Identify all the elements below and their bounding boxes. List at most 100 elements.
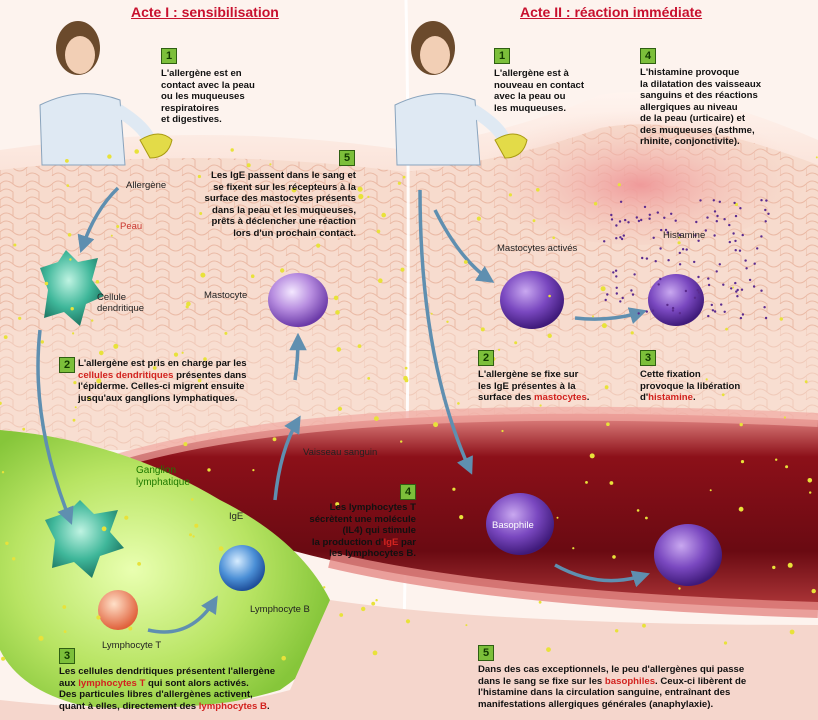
blood-vessel-label: Vaisseau sanguin: [303, 447, 378, 458]
basophil-icon: [654, 524, 722, 586]
highlight-term: cellules dendritiques: [78, 369, 174, 381]
step-text-fragment: provoque la libération: [640, 380, 741, 392]
step-text-fragment: les lymphocytes B.: [329, 548, 416, 559]
act1-step3-badge: 3: [59, 648, 75, 664]
dendritic-cell-label: Cellule dendritique: [97, 292, 145, 314]
step-text-fragment: L'allergène est en: [161, 68, 242, 79]
step-text-fragment: la dilatation des vaisseaux: [640, 78, 762, 90]
step-text-fragment: les IgE présentes à la: [478, 380, 576, 392]
step-text-fragment: avec la peau ou: [494, 91, 566, 102]
step-text-fragment: ou les muqueuses: [161, 91, 245, 102]
basophil-label: Basophile: [492, 520, 534, 531]
step-text-fragment: quant à elles, directement des: [59, 700, 199, 712]
step-text-fragment: sanguins et des réactions: [640, 90, 758, 101]
act2-step2-badge: 2: [478, 350, 494, 366]
step-text-fragment: .: [692, 392, 696, 403]
highlight-term: histamine: [648, 392, 693, 403]
step-text-fragment: . Ceux-ci libèrent de: [655, 675, 747, 687]
step-text-fragment: .: [586, 392, 590, 403]
step-text-fragment: nouveau en contact: [494, 79, 585, 91]
histamine-label: Histamine: [663, 230, 706, 241]
step-text-fragment: sécrètent une molécule: [309, 513, 416, 525]
basophil-icon: [486, 493, 554, 555]
step-text-fragment: L'allergène se fixe sur: [478, 369, 579, 380]
mast-cell-icon: [268, 273, 328, 327]
step-text-fragment: l'histamine dans la circulation sanguine…: [478, 687, 731, 698]
step-text-fragment: Cette fixation: [640, 369, 701, 380]
step-text-fragment: surface des: [478, 392, 534, 403]
allergen-particles: [0, 148, 818, 661]
step-text-fragment: prêts à déclencher une réaction: [211, 216, 357, 227]
step-text-fragment: contact avec la peau: [161, 79, 255, 91]
mast-cell-icon: [648, 274, 704, 326]
act2-step4-badge: 4: [640, 48, 656, 64]
step-text-fragment: Dans des cas exceptionnels, le peu d'all…: [478, 664, 745, 675]
highlight-term: mastocytes: [534, 392, 587, 403]
allergen-label: Allergène: [126, 180, 167, 191]
step-text-fragment: de la peau (urticaire) et: [640, 113, 746, 124]
person-icon: [39, 21, 173, 166]
step-text-fragment: jusqu'aux ganglions lymphatiques.: [78, 392, 238, 404]
arrow-icon: [36, 186, 650, 634]
dendritic-cell-icon: [40, 250, 104, 326]
step-text-fragment: L'allergène est pris en charge par les: [78, 358, 247, 369]
step-text-fragment: Des particules libres d'allergènes activ…: [59, 689, 253, 700]
act1-step3-text: Les cellules dendritiques présentent l'a…: [59, 666, 309, 712]
highlight-term: lymphocytes B: [198, 700, 267, 712]
step-text-fragment: respiratoires: [161, 102, 220, 114]
step-text-fragment: présentes dans: [173, 369, 247, 381]
glove-icon: [139, 133, 173, 159]
act2-step5-text: Dans des cas exceptionnels, le peu d'all…: [478, 664, 808, 710]
step-text-fragment: surface des mastocytes présents: [204, 193, 356, 204]
skin-label: Peau: [120, 221, 143, 232]
act2-step3-badge: 3: [640, 350, 656, 366]
step-text-fragment: rhinite, conjonctivite).: [640, 136, 740, 147]
ige-label: IgE: [229, 511, 244, 522]
highlight-term: IgE: [383, 536, 399, 548]
lymph-node-label: Ganglion lymphatique: [136, 465, 190, 488]
step-text-fragment: aux: [59, 677, 79, 689]
t-lymphocyte-label: Lymphocyte T: [102, 640, 162, 651]
act1-step2-badge: 2: [59, 357, 75, 373]
step-text-fragment: se fixent sur les récepteurs à la: [213, 181, 356, 193]
step-text-fragment: .: [266, 700, 270, 712]
act2-step1-badge: 1: [494, 48, 510, 64]
activated-mast-cells-label: Mastocytes activés: [497, 243, 578, 254]
step-text-fragment: dans la peau et les muqueuses,: [212, 204, 356, 216]
act2-title: Acte II : réaction immédiate: [520, 4, 703, 20]
mast-cell-label: Mastocyte: [204, 290, 248, 301]
step-text-fragment: lors d'un prochain contact.: [233, 227, 356, 239]
step-text-fragment: L'allergène est à: [494, 68, 569, 79]
b-lymphocyte-label: Lymphocyte B: [250, 604, 310, 615]
mast-cell-icon: [500, 271, 564, 329]
step-text-fragment: par: [398, 536, 416, 548]
highlight-term: lymphocytes T: [78, 677, 146, 689]
act1-step4-badge: 4: [400, 484, 416, 500]
highlight-term: basophiles: [604, 675, 656, 687]
step-text-fragment: qui sont alors activés.: [145, 677, 249, 689]
step-text-fragment: Les lymphocytes T: [329, 502, 416, 513]
step-text-fragment: (IL4) qui stimule: [342, 525, 416, 536]
step-text-fragment: les muqueuses.: [494, 102, 566, 114]
step-text-fragment: la production d': [311, 536, 384, 548]
step-text-fragment: des muqueuses (asthme,: [640, 124, 755, 136]
act1-title: Acte I : sensibilisation: [131, 4, 279, 20]
glove-icon: [494, 133, 528, 159]
lymphocyte-icon: [98, 590, 138, 630]
step-text-fragment: Les IgE passent dans le sang et: [210, 170, 356, 181]
step-text-fragment: Les cellules dendritiques présentent l'a…: [59, 666, 276, 677]
act2-step5-badge: 5: [478, 645, 494, 661]
step-text-fragment: allergiques au niveau: [640, 101, 738, 113]
step-text-fragment: L'histamine provoque: [640, 67, 740, 78]
step-text-fragment: l'épiderme. Celles-ci migrent ensuite: [78, 381, 245, 392]
act1-step5-badge: 5: [339, 150, 355, 166]
